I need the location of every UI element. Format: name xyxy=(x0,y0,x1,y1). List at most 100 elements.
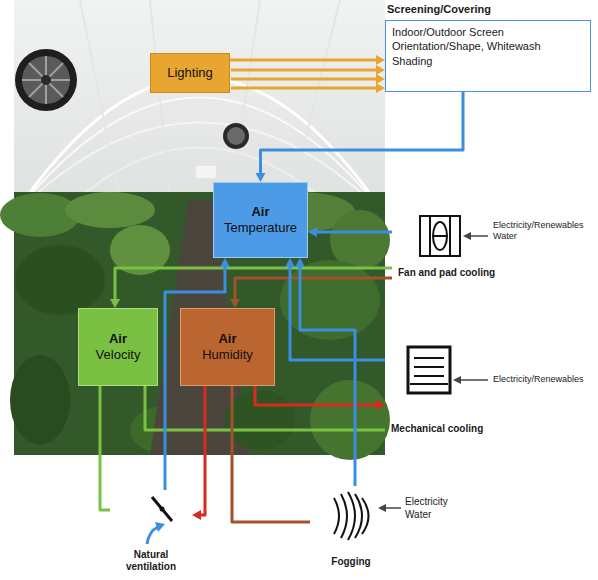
fan-pad-cooling: Fan and pad cooling xyxy=(392,212,503,282)
supply-leader-arrows-part xyxy=(460,379,488,381)
arrow-head xyxy=(376,55,385,65)
flow-connector xyxy=(145,386,385,430)
connector-line xyxy=(261,92,464,173)
arrow-head xyxy=(256,173,266,182)
supply-leader-arrows-part xyxy=(378,504,386,512)
screening-box: Screening/CoveringIndoor/Outdoor Screen … xyxy=(385,0,591,92)
mechanical-cooling: Mechanical cooling xyxy=(385,343,498,440)
fogging-symbol xyxy=(334,492,369,540)
greenhouse-photo-part xyxy=(223,123,249,149)
supply-leader-arrows-part xyxy=(385,507,401,509)
arrow-head xyxy=(308,227,317,237)
symbol-caption: Fan and pad cooling xyxy=(392,267,503,279)
flow-connector xyxy=(192,386,205,520)
fan-pad-symbol xyxy=(420,216,460,256)
arrow-head xyxy=(220,258,230,267)
fan-pad-symbol-part xyxy=(420,216,460,256)
fan-pad-symbol-part xyxy=(449,216,451,256)
mechanical-cooling-symbol-part xyxy=(410,383,448,385)
light-rays-part xyxy=(376,83,385,93)
greenhouse-photo-part xyxy=(150,0,170,200)
window-vent-symbol-part xyxy=(147,527,158,544)
arrow-head xyxy=(376,400,385,410)
connector-line xyxy=(201,386,205,515)
connector-line xyxy=(290,267,385,360)
greenhouse-photo-part xyxy=(227,127,245,145)
light-rays xyxy=(231,65,385,93)
air-velocity-box: AirVelocity xyxy=(78,308,158,386)
window-vent-symbol xyxy=(147,497,172,544)
node-text: Humidity xyxy=(202,347,253,363)
connector-line xyxy=(317,231,392,234)
panel-heading: Screening/Covering xyxy=(387,3,491,15)
fogging-symbol-part xyxy=(348,492,355,540)
flow-connector xyxy=(230,278,392,308)
greenhouse-photo-part xyxy=(15,49,77,111)
fogging-symbol-part xyxy=(355,494,362,538)
arrow-head xyxy=(230,299,240,308)
greenhouse-photo-part xyxy=(10,355,70,445)
node-heading: Air xyxy=(109,331,127,347)
greenhouse-photo-part xyxy=(29,63,63,97)
greenhouse-photo-part xyxy=(290,0,340,200)
air-temperature-box: AirTemperature xyxy=(213,182,308,258)
mechanical-cooling-symbol-part xyxy=(414,366,444,368)
screening-panel: Indoor/Outdoor Screen Orientation/Shape,… xyxy=(385,20,591,92)
connector-line xyxy=(115,268,392,299)
light-rays-part xyxy=(376,65,385,75)
node-heading: Lighting xyxy=(167,65,213,81)
fan-pad-symbol-part xyxy=(433,235,447,237)
supply-leader-arrows-part xyxy=(453,376,461,384)
fan-pad-symbol-part xyxy=(433,222,447,250)
light-rays-part xyxy=(231,87,377,90)
flow-connector xyxy=(295,258,355,486)
mechanical-cooling-symbol xyxy=(408,347,450,393)
fogging-symbol-part xyxy=(341,494,347,538)
fogging-symbol-part xyxy=(362,498,369,534)
connector-line xyxy=(230,59,376,62)
arrow-head xyxy=(285,258,295,267)
arrow-head xyxy=(110,299,120,308)
lighting-box: Lighting xyxy=(150,53,230,93)
light-rays-part xyxy=(376,74,385,84)
mechanical-cooling-symbol-part xyxy=(414,375,444,377)
node-text: Velocity xyxy=(96,347,141,363)
natural-ventilation: Natural ventilation xyxy=(110,490,192,578)
supply-note: Electricity/Renewables Water xyxy=(493,220,593,243)
node-heading: Air xyxy=(251,204,269,220)
greenhouse-photo-part xyxy=(280,260,380,340)
supply-note: Electricity/Renewables xyxy=(493,374,593,385)
flow-connector xyxy=(232,386,310,522)
connector-line xyxy=(235,278,392,299)
flow-connector xyxy=(255,386,385,410)
greenhouse-photo-part xyxy=(310,380,390,460)
fogging: Fogging xyxy=(310,486,392,574)
node-text: Temperature xyxy=(224,220,297,236)
connector-line xyxy=(255,386,376,405)
greenhouse-photo-part xyxy=(29,63,63,97)
light-rays-part xyxy=(231,78,377,81)
window-vent-symbol-part xyxy=(155,522,165,532)
arrow-head xyxy=(295,258,305,267)
greenhouse-photo-part xyxy=(230,0,260,200)
flow-connector xyxy=(230,55,385,65)
node-heading: Air xyxy=(218,331,236,347)
panel-text: Indoor/Outdoor Screen Orientation/Shape,… xyxy=(392,25,557,68)
mechanical-cooling-symbol-part xyxy=(414,357,444,359)
greenhouse-photo-part xyxy=(15,245,105,315)
greenhouse-photo xyxy=(0,0,390,460)
flow-connector xyxy=(110,268,392,308)
arrow-head xyxy=(192,510,201,520)
flow-connector xyxy=(100,386,110,510)
greenhouse-photo-part xyxy=(225,390,295,450)
window-vent-symbol-part xyxy=(160,507,165,512)
symbol-caption: Mechanical cooling xyxy=(385,423,498,435)
fan-pad-symbol-part xyxy=(429,216,431,256)
flow-connector xyxy=(256,92,464,182)
air-humidity-box: AirHumidity xyxy=(180,308,275,386)
supply-leader-arrows-part xyxy=(463,232,471,240)
supply-note: Electricity Water xyxy=(405,496,467,521)
window-vent-symbol-part xyxy=(152,497,172,521)
symbol-caption: Fogging xyxy=(310,556,392,568)
